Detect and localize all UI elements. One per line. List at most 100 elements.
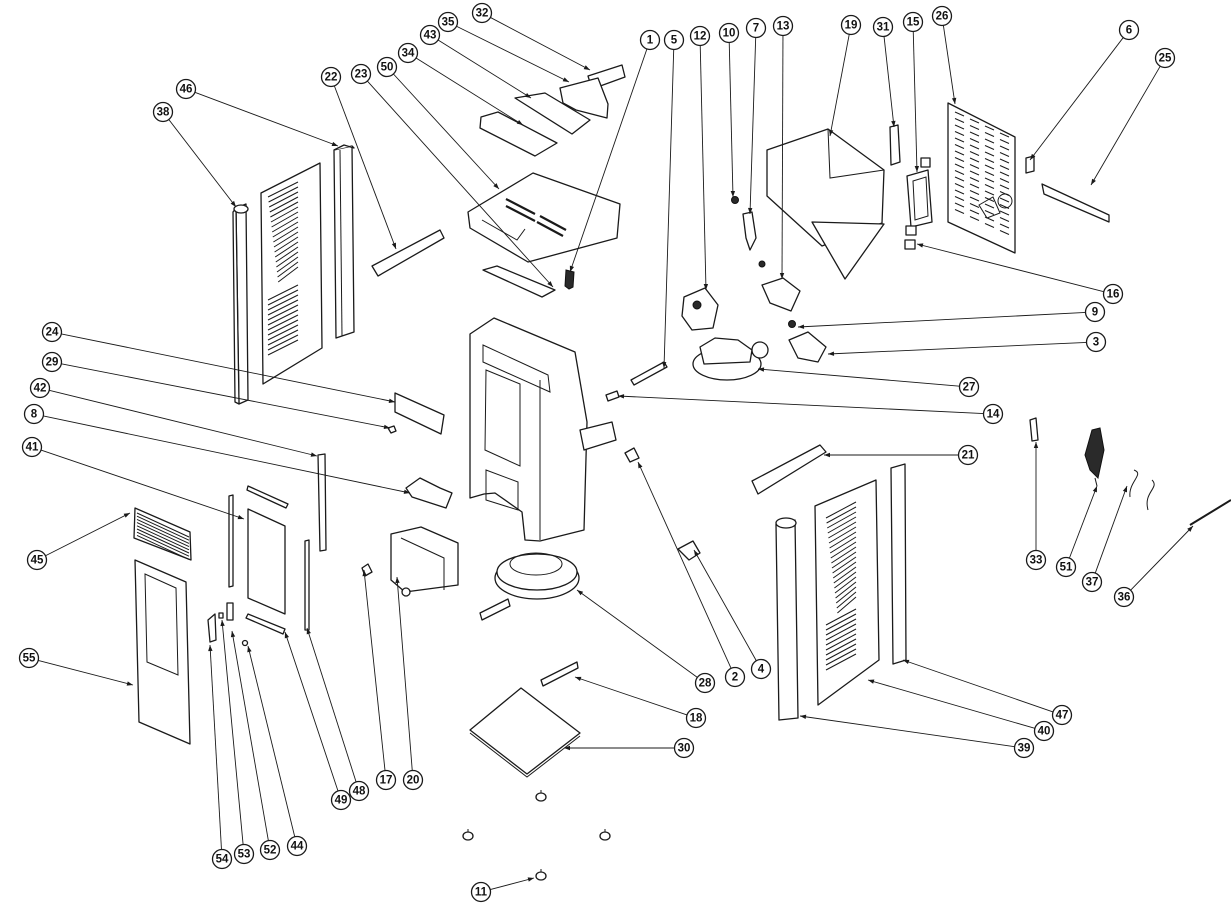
leader-line-1	[569, 48, 648, 273]
callout-bubble	[1025, 549, 1047, 571]
leader-lines-layer	[38, 17, 1194, 891]
part-bracket	[479, 598, 511, 621]
callout-bubble	[772, 15, 794, 37]
callout-20: 20	[402, 769, 424, 791]
callout-42: 42	[29, 377, 51, 399]
arrowhead-17	[362, 570, 367, 577]
louver-slot	[984, 223, 995, 228]
louver-slot	[270, 201, 299, 218]
louver-slot	[984, 164, 995, 170]
leader-line-41	[40, 449, 245, 520]
part-left-side-panel	[260, 162, 323, 385]
callout-26: 26	[931, 5, 953, 27]
callout-10: 10	[718, 22, 740, 44]
louver-slot	[825, 618, 857, 636]
callout-49: 49	[330, 789, 352, 811]
arrowhead-49	[284, 632, 289, 639]
callout-number: 5	[671, 35, 678, 47]
louver-slot	[984, 171, 995, 176]
part-plate-24	[394, 392, 445, 435]
callout-number: 44	[291, 841, 304, 853]
part-foot-11	[535, 869, 547, 881]
callout-22: 22	[320, 66, 342, 88]
callout-number: 28	[699, 678, 712, 690]
leader-line-16	[916, 243, 1104, 293]
callout-number: 35	[442, 17, 455, 29]
leader-line-43	[437, 39, 532, 99]
callout-number: 21	[962, 450, 975, 462]
callout-bubble	[745, 17, 767, 39]
louver-slot	[984, 190, 995, 196]
louver-slot	[984, 151, 995, 157]
callout-8: 8	[23, 403, 45, 425]
louver-slot	[825, 501, 857, 519]
callout-bubble	[673, 737, 695, 759]
callout-bubble	[1102, 283, 1124, 305]
callout-46: 46	[175, 78, 197, 100]
callout-9: 9	[1084, 301, 1106, 323]
part-latch-52	[226, 602, 234, 621]
callout-number: 15	[907, 17, 920, 29]
part-plate-23	[482, 265, 556, 298]
part-clips-37	[1129, 469, 1155, 511]
louver-slot	[954, 150, 965, 156]
leader-line-52	[231, 630, 269, 841]
louver-slot	[274, 241, 299, 258]
louver-slot	[984, 138, 995, 144]
part-left-front-post	[232, 203, 249, 405]
callout-35: 35	[437, 11, 459, 33]
callout-number: 3	[1093, 337, 1099, 349]
louver-slot	[825, 608, 857, 626]
callout-number: 16	[1107, 289, 1120, 301]
leader-line-29	[61, 363, 391, 429]
part-handle-54	[207, 613, 217, 643]
louver-slot	[954, 124, 965, 130]
callout-53: 53	[233, 843, 255, 865]
arrowhead-21	[824, 452, 830, 458]
callout-bubble	[471, 2, 493, 24]
louver-slot	[273, 226, 299, 243]
part-base-plate-30	[469, 687, 581, 778]
callout-bubble	[437, 11, 459, 33]
louver-slot	[825, 638, 857, 656]
leader-line-42	[49, 389, 318, 457]
leader-line-36	[1130, 525, 1194, 591]
part-igniter-1	[564, 269, 575, 290]
callout-bubble	[470, 881, 492, 903]
arrowhead-29	[383, 424, 390, 430]
leader-line-54	[209, 644, 222, 850]
louver-slot	[267, 314, 299, 331]
callout-4: 4	[750, 658, 772, 680]
louver-slot	[267, 309, 299, 326]
part-right-front-post-39	[775, 517, 799, 721]
louver-slot	[969, 131, 980, 137]
part-motor-plate-13	[761, 277, 801, 312]
callout-number: 55	[23, 653, 36, 665]
arrowhead-11	[527, 877, 534, 882]
part-nut-10	[731, 196, 739, 204]
louver-slot	[267, 299, 299, 316]
arrowhead-32	[583, 65, 590, 70]
leader-line-38	[168, 119, 237, 208]
leader-line-40	[867, 679, 1036, 729]
louver-slot	[984, 145, 995, 150]
callout-bubble	[689, 25, 711, 47]
louver-slot	[834, 571, 857, 589]
arrowhead-47	[903, 659, 910, 665]
leader-line-24	[61, 333, 396, 403]
arrowhead-51	[1092, 486, 1097, 493]
callout-number: 50	[381, 62, 394, 74]
louver-slot	[999, 132, 1010, 138]
louver-slot	[954, 111, 965, 117]
arrowhead-25	[1091, 178, 1096, 185]
callout-34: 34	[397, 42, 419, 64]
part-switch	[905, 225, 917, 236]
callout-27: 27	[958, 376, 980, 398]
arrowhead-13	[779, 272, 785, 279]
callout-bubble	[1081, 571, 1103, 593]
callout-number: 8	[31, 409, 38, 421]
leader-line-44	[247, 645, 296, 837]
callout-number: 32	[476, 8, 489, 20]
callout-47: 47	[1051, 704, 1073, 726]
callout-bubble	[320, 66, 342, 88]
